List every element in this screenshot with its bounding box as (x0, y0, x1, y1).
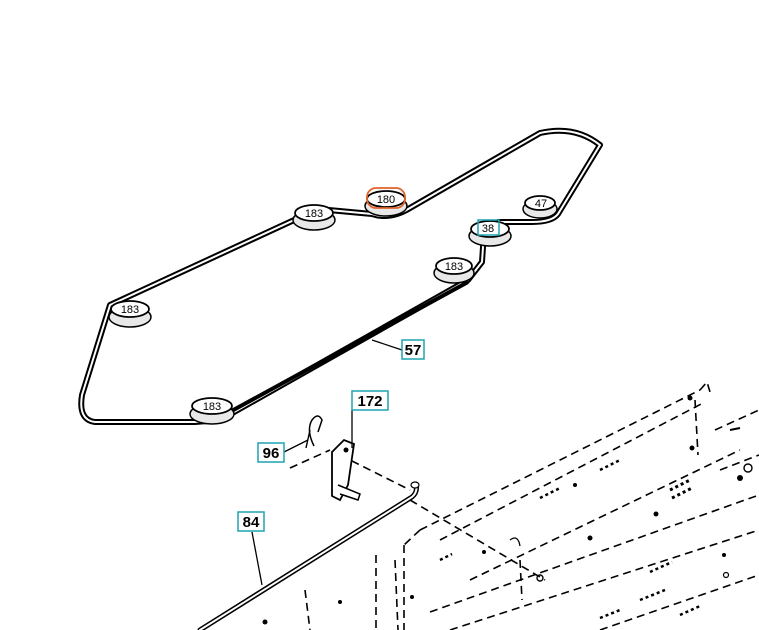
pulley[interactable]: 183 (292, 204, 336, 231)
callout-label: 57 (405, 342, 422, 359)
highlight-ring (366, 187, 406, 209)
callout-label: 172 (357, 393, 382, 410)
pulley-label: 180 (377, 194, 395, 206)
belt (78, 127, 603, 425)
callout-57[interactable]: 57 (371, 339, 425, 360)
callout-box (237, 511, 265, 532)
pulley-label: 183 (203, 401, 221, 413)
callout-box (351, 390, 389, 411)
mower-deck-frame (262, 380, 759, 630)
callout-label: 96 (263, 445, 280, 462)
callout-box (257, 442, 285, 463)
pulley-label: 38 (482, 223, 494, 235)
pulley[interactable]: 47 (522, 195, 558, 219)
pulley-label: 183 (445, 261, 463, 273)
pulley-label: 47 (535, 198, 547, 210)
pulley[interactable]: 183 (189, 397, 235, 425)
callout-box (477, 219, 500, 236)
callout-84[interactable]: 84 (237, 511, 265, 586)
bracket-assembly (289, 415, 546, 581)
rod (197, 481, 420, 630)
pulley[interactable]: 183 (108, 300, 152, 328)
callout-96[interactable]: 96 (257, 439, 309, 463)
pulley-label: 183 (305, 208, 323, 220)
pulley[interactable]: 38 (468, 219, 512, 247)
callout-172[interactable]: 172 (351, 390, 389, 448)
pulley-highlighted[interactable]: 180 (364, 187, 408, 217)
pulley-label: 183 (121, 304, 139, 316)
callout-box (401, 339, 425, 360)
callout-label: 84 (243, 514, 260, 531)
pulley[interactable]: 183 (433, 257, 475, 284)
